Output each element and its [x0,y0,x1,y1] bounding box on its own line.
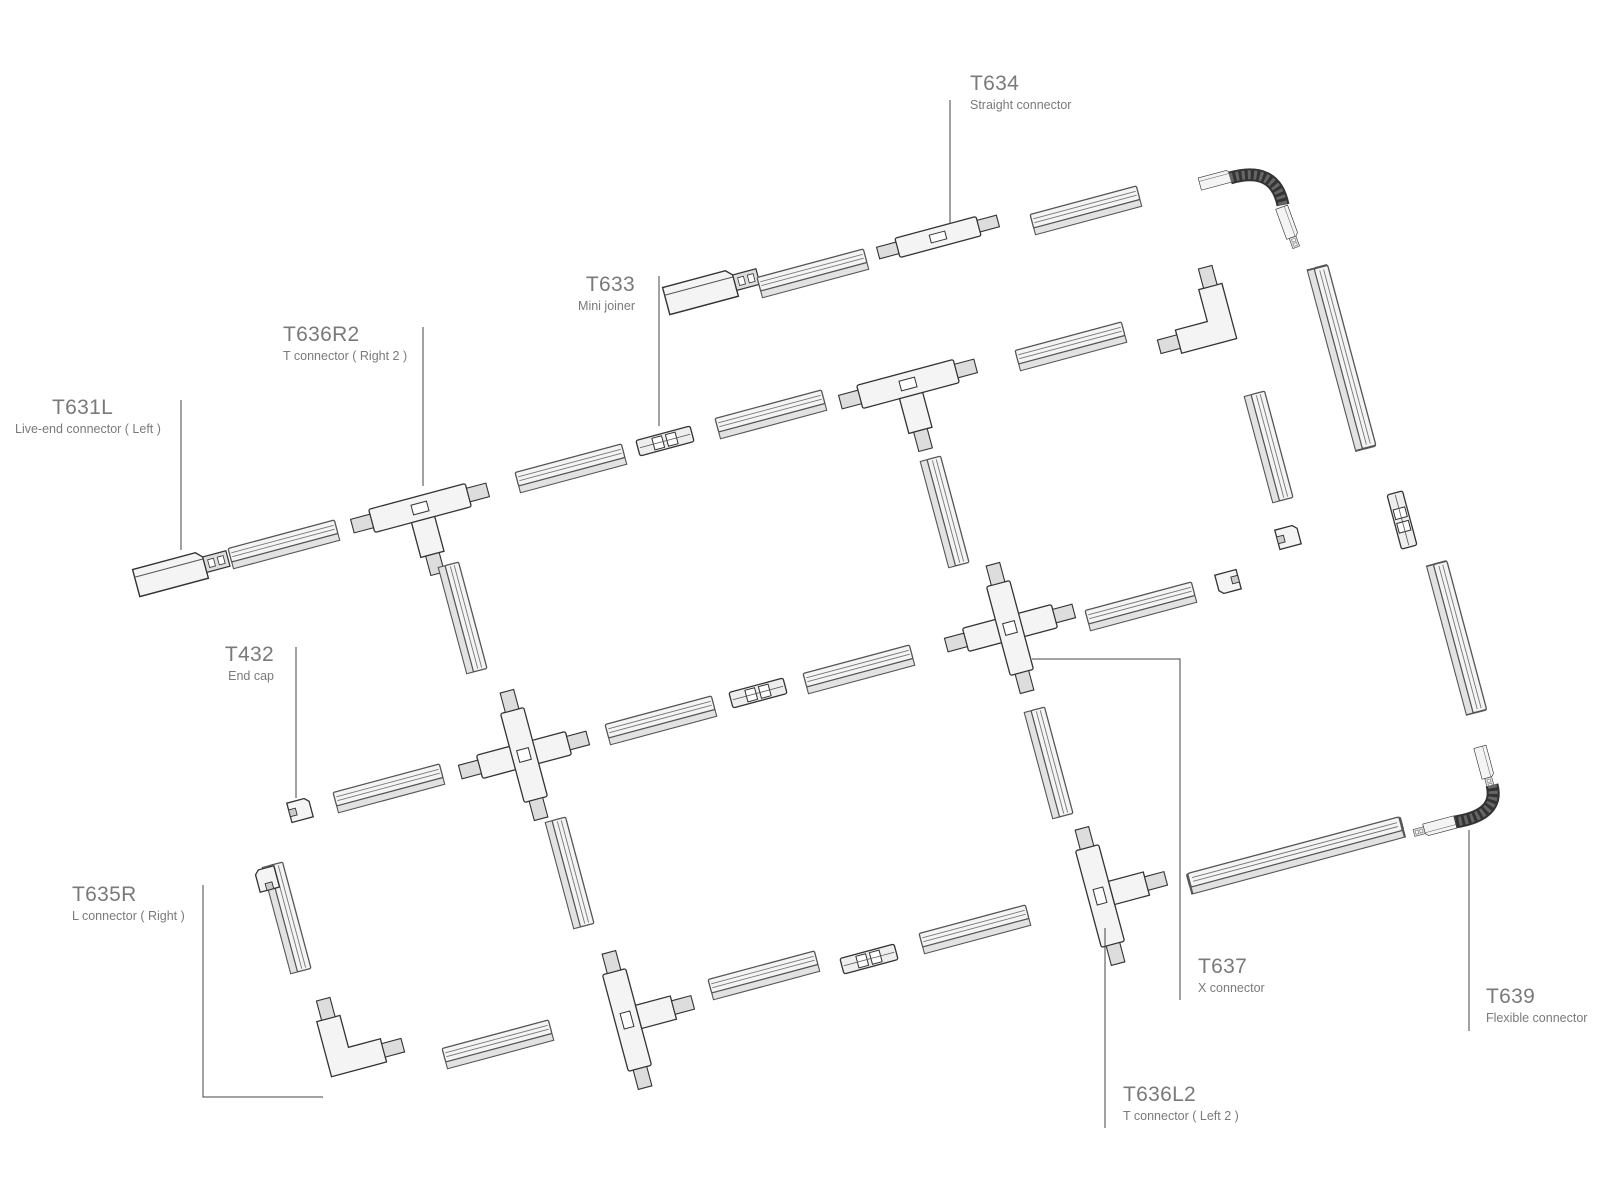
callout-code: T637 [1198,955,1248,978]
callout-t432: T432 End cap [225,643,274,685]
callout-description: Flexible connector [1486,1011,1588,1025]
callout-code: T631L [52,396,114,419]
callout-t636r2: T636R2 T connector ( Right 2 ) [283,323,407,365]
callout-description: X connector [1198,981,1265,995]
callout-t635r: T635R L connector ( Right ) [72,883,185,925]
outer-track-top [661,185,1143,316]
callout-t634: T634 Straight connector [970,72,1071,114]
callout-description: T connector ( Left 2 ) [1123,1109,1239,1123]
vertical-rails-upper [437,390,1302,675]
callout-t633: T633 Mini joiner [578,273,635,315]
callout-t631l: T631L Live-end connector ( Left ) [15,396,161,438]
callout-code: T636L2 [1123,1083,1197,1106]
outer-track-bottom [1185,815,1407,896]
callout-description: L connector ( Right ) [72,909,185,923]
callout-code: T639 [1486,985,1536,1008]
callout-description: Straight connector [970,98,1072,112]
flexible-connector-top [1197,166,1303,250]
callout-description: Live-end connector ( Left ) [15,422,161,436]
callout-t639: T639 Flexible connector [1486,985,1587,1027]
leader-lines [180,100,1470,1128]
callout-t636l2: T636L2 T connector ( Left 2 ) [1123,1083,1239,1125]
callout-description: End cap [228,669,274,683]
track-row-3 [286,546,1242,837]
track-row-4 [310,810,1185,1092]
callout-code: T633 [585,273,635,296]
callout-code: T635R [72,883,137,906]
callout-code: T636R2 [283,323,360,346]
callout-code: T432 [224,643,274,666]
flexible-connector-bottom [1411,744,1500,840]
track-row-2 [131,263,1238,598]
outer-track-right [1306,263,1488,716]
callout-code: T634 [970,72,1020,95]
callout-description: T connector ( Right 2 ) [283,349,408,363]
callout-t637: T637 X connector [1198,955,1265,997]
callout-description: Mini joiner [578,299,635,313]
